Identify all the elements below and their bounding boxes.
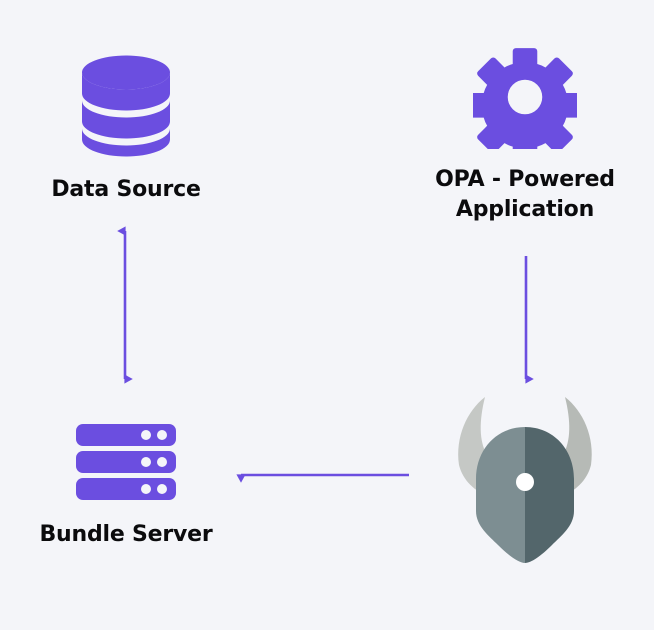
helmet-rivet	[516, 473, 534, 491]
node-opa-application[interactable]: OPA - Powered Application	[408, 45, 642, 224]
opa-viking-helmet-icon	[445, 393, 605, 563]
database-icon	[80, 55, 172, 157]
helmet-right-half	[525, 427, 574, 563]
server-stack-icon	[76, 424, 176, 500]
gear-icon	[467, 45, 583, 163]
node-bundle-server-label: Bundle Server	[39, 522, 213, 547]
node-bundle-server[interactable]: Bundle Server	[12, 424, 240, 550]
node-data-source-label: Data Source	[51, 177, 201, 202]
helmet-left-half	[476, 427, 525, 563]
node-opa-application-label: OPA - Powered Application	[435, 167, 615, 222]
node-data-source[interactable]: Data Source	[12, 55, 240, 205]
node-opa-mascot[interactable]	[445, 393, 605, 563]
